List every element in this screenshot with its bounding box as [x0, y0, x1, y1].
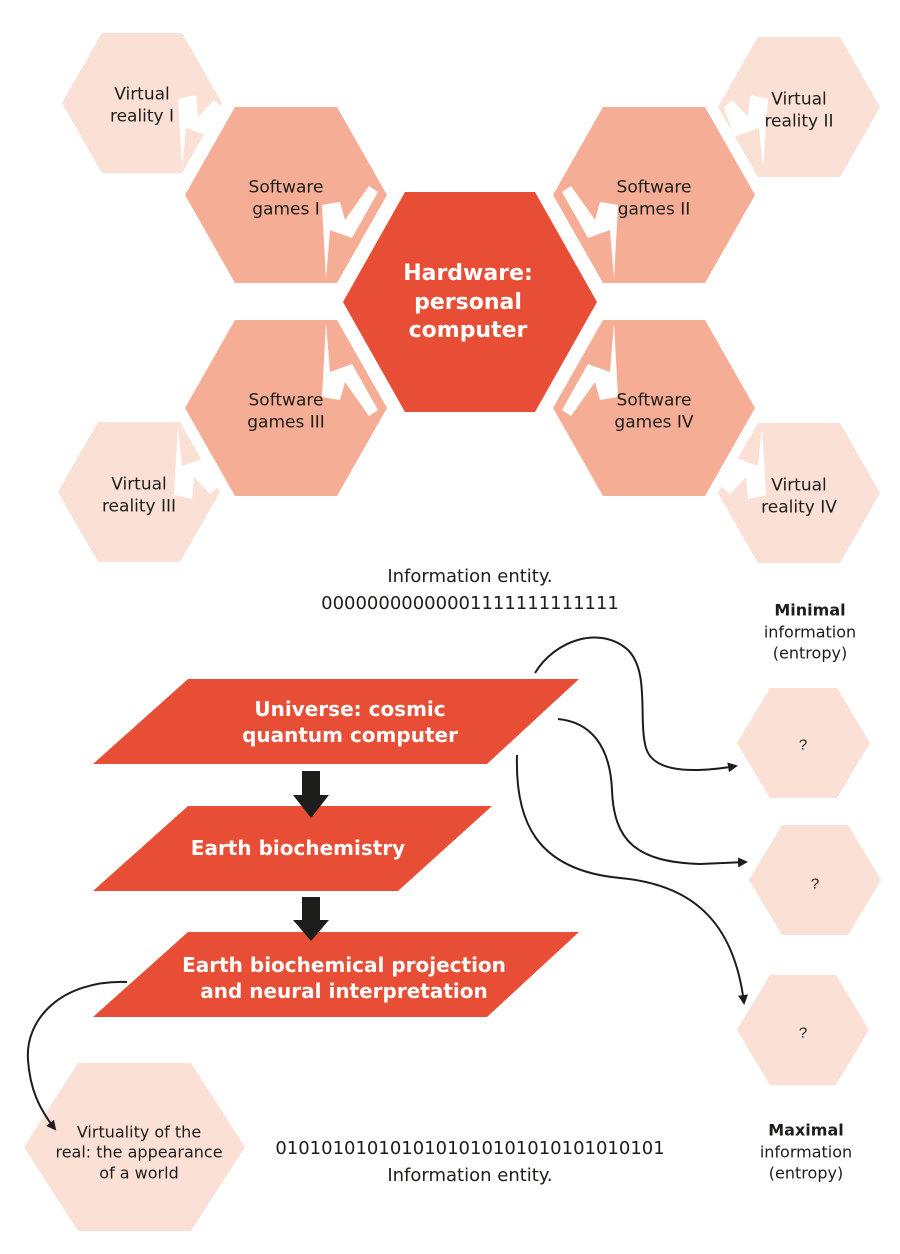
label-line: games IV: [614, 412, 694, 432]
label-maximal-information: Maximal information (entropy): [760, 1120, 852, 1185]
label-line: reality II: [764, 111, 834, 131]
label-virtual-reality-3: Virtual reality III: [102, 474, 176, 518]
label-line: games III: [247, 412, 325, 432]
label-earth-projection: Earth biochemical projection and neural …: [182, 952, 506, 1004]
label-line: Virtuality of the: [76, 1122, 202, 1142]
label-virtual-reality-2: Virtual reality II: [764, 89, 833, 133]
label-line: Earth biochemistry: [190, 836, 406, 860]
hex-outcome-2: [749, 825, 881, 935]
label-line: Virtual: [111, 474, 167, 495]
label-line: Virtual: [771, 475, 827, 496]
down-arrow-2: [293, 897, 329, 941]
block-earth-biochemistry: [93, 806, 492, 891]
label-line: Hardware:: [403, 261, 533, 287]
notch-hw-sg4: [562, 323, 618, 416]
label-minimal: Minimal: [774, 600, 846, 620]
label-line: information: [763, 622, 857, 642]
hex-software-games-4: [553, 320, 755, 496]
label-outcome-2: ?: [810, 875, 820, 893]
notch-hw-sg3: [322, 323, 378, 416]
hex-software-games-3: [185, 320, 387, 496]
label-universe: Universe: cosmic quantum computer: [242, 696, 458, 748]
hex-virtuality: [24, 1063, 245, 1231]
label-line: Earth biochemical projection: [182, 953, 506, 977]
label-outcome-1: ?: [798, 736, 808, 754]
label-earth-biochemistry: Earth biochemistry: [191, 835, 405, 861]
label-virtual-reality-1: Virtual reality I: [110, 84, 174, 128]
label-line: reality III: [101, 496, 177, 516]
label-line: reality IV: [761, 497, 837, 517]
label-maximal: Maximal: [768, 1120, 844, 1140]
label-virtuality: Virtuality of the real: the appearance o…: [55, 1122, 222, 1183]
label-software-games-2: Software games II: [617, 177, 692, 221]
hex-virtual-reality-2: [718, 37, 880, 177]
notch-sg1-vr1: [178, 95, 222, 168]
info-entity-top: Information entity. 00000000000001111111…: [321, 563, 619, 617]
label-line: Software: [248, 390, 324, 411]
label-minimal-information: Minimal information (entropy): [764, 600, 856, 665]
label-line: and neural interpretation: [200, 979, 488, 1003]
label-line: Software: [616, 390, 692, 411]
label-line: games II: [617, 199, 691, 219]
curve-arrow-to-outcome-2: [557, 718, 748, 868]
curve-arrow-to-outcome-1: [534, 636, 738, 773]
label-line: of a world: [99, 1163, 179, 1183]
label-line: (entropy): [768, 1163, 844, 1183]
connector-notches: [174, 95, 768, 499]
label-line: reality I: [109, 106, 175, 126]
label-line: quantum computer: [242, 723, 458, 747]
label-software-games-1: Software games I: [249, 177, 324, 221]
label-line: Software: [248, 177, 324, 198]
label-line: computer: [408, 318, 528, 344]
hex-outcome-1: [737, 688, 870, 798]
block-universe: [93, 679, 579, 764]
label-line: personal: [414, 289, 522, 315]
block-earth-projection: [93, 932, 579, 1017]
label-line: games I: [252, 199, 320, 219]
label-software-games-3: Software games III: [247, 390, 325, 434]
hex-virtual-reality-4: [718, 423, 880, 563]
hex-hardware: [343, 192, 597, 412]
info-title: Information entity.: [387, 566, 553, 587]
hex-outcome-3: [737, 975, 869, 1085]
notch-hw-sg2: [562, 186, 618, 279]
notch-sg2-vr2: [724, 95, 768, 168]
down-arrow-1: [293, 771, 329, 818]
label-virtual-reality-4: Virtual reality IV: [761, 475, 837, 519]
label-line: Universe: cosmic: [254, 697, 446, 721]
info-title: Information entity.: [387, 1165, 553, 1186]
label-line: information: [759, 1142, 853, 1162]
info-entity-bottom: 0101010101010101010101010101010101 Infor…: [275, 1135, 664, 1189]
notch-hw-sg1: [322, 186, 378, 279]
notch-sg3-vr3: [174, 426, 218, 499]
curve-arrow-to-virtuality: [26, 980, 128, 1131]
curve-arrow-to-outcome-3: [515, 754, 748, 1005]
label-outcome-3: ?: [798, 1024, 808, 1042]
label-line: real: the appearance: [55, 1142, 223, 1162]
label-line: Virtual: [771, 89, 827, 110]
label-software-games-4: Software games IV: [614, 390, 693, 434]
notch-sg4-vr4: [722, 426, 766, 499]
info-bits: 00000000000001111111111111: [321, 593, 619, 614]
label-line: Software: [616, 177, 692, 198]
hex-software-games-1: [185, 107, 387, 283]
label-line: (entropy): [772, 643, 848, 663]
label-hardware: Hardware: personal computer: [403, 260, 533, 346]
hex-software-games-2: [553, 107, 755, 283]
info-bits: 0101010101010101010101010101010101: [275, 1138, 665, 1159]
label-line: Virtual: [114, 84, 170, 105]
